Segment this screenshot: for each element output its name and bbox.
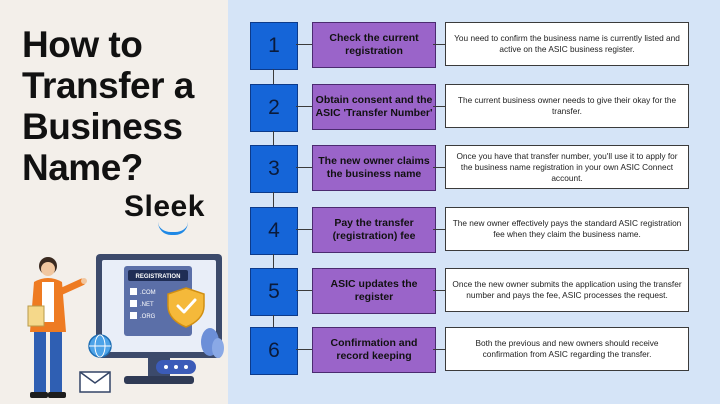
step-description: Once you have that transfer number, you'… — [445, 145, 689, 189]
option-org: .ORG — [140, 314, 156, 320]
shield-check-icon — [167, 287, 205, 328]
vertical-connector — [273, 315, 274, 327]
brand-smile-icon — [158, 222, 188, 235]
connector-line — [296, 106, 312, 107]
step-number: 1 — [250, 22, 298, 70]
connector-line — [296, 229, 312, 230]
step-2: 2 Obtain consent and the ASIC 'Transfer N… — [228, 84, 720, 132]
brand-logo: Sleek — [124, 190, 205, 223]
step-description: Both the previous and new owners should … — [445, 327, 689, 371]
connector-line — [433, 349, 445, 350]
connector-line — [296, 349, 312, 350]
option-com: .COM — [140, 290, 156, 296]
checkbox-com-icon — [130, 288, 137, 295]
monitor-base — [124, 376, 194, 384]
step-description: You need to confirm the business name is… — [445, 22, 689, 66]
step-title: Pay the transfer (registration) fee — [312, 207, 436, 253]
option-net: .NET — [140, 302, 154, 308]
connector-line — [433, 290, 445, 291]
connector-line — [433, 106, 445, 107]
connector-line — [296, 167, 312, 168]
step-number: 6 — [250, 327, 298, 375]
registration-illustration: REGISTRATION .COM .NET .ORG — [27, 254, 224, 398]
left-panel: How to Transfer a Business Name? Sleek R… — [0, 0, 228, 404]
step-title: The new owner claims the business name — [312, 145, 436, 191]
vertical-connector — [273, 131, 274, 145]
connector-line — [296, 290, 312, 291]
step-number: 2 — [250, 84, 298, 132]
step-title: Check the current registration — [312, 22, 436, 68]
vertical-connector — [273, 69, 274, 84]
step-title: Confirmation and record keeping — [312, 327, 436, 373]
step-description: The new owner effectively pays the stand… — [445, 207, 689, 251]
page-title: How to Transfer a Business Name? — [22, 24, 194, 188]
step-description: Once the new owner submits the applicati… — [445, 268, 689, 312]
step-title: ASIC updates the register — [312, 268, 436, 314]
connector-line — [433, 167, 445, 168]
vertical-connector — [273, 254, 274, 268]
registration-label: REGISTRATION — [136, 274, 181, 280]
person-figure — [27, 257, 87, 398]
connector-line — [296, 44, 312, 45]
step-title: Obtain consent and the ASIC 'Transfer Nu… — [312, 84, 436, 130]
registration-header — [128, 270, 188, 281]
checkbox-org-icon — [130, 312, 137, 319]
step-number: 5 — [250, 268, 298, 316]
step-number: 4 — [250, 207, 298, 255]
vertical-connector — [273, 192, 274, 207]
connector-line — [433, 229, 445, 230]
step-description: The current business owner needs to give… — [445, 84, 689, 128]
connector-line — [433, 44, 445, 45]
step-number: 3 — [250, 145, 298, 193]
checkbox-net-icon — [130, 300, 137, 307]
